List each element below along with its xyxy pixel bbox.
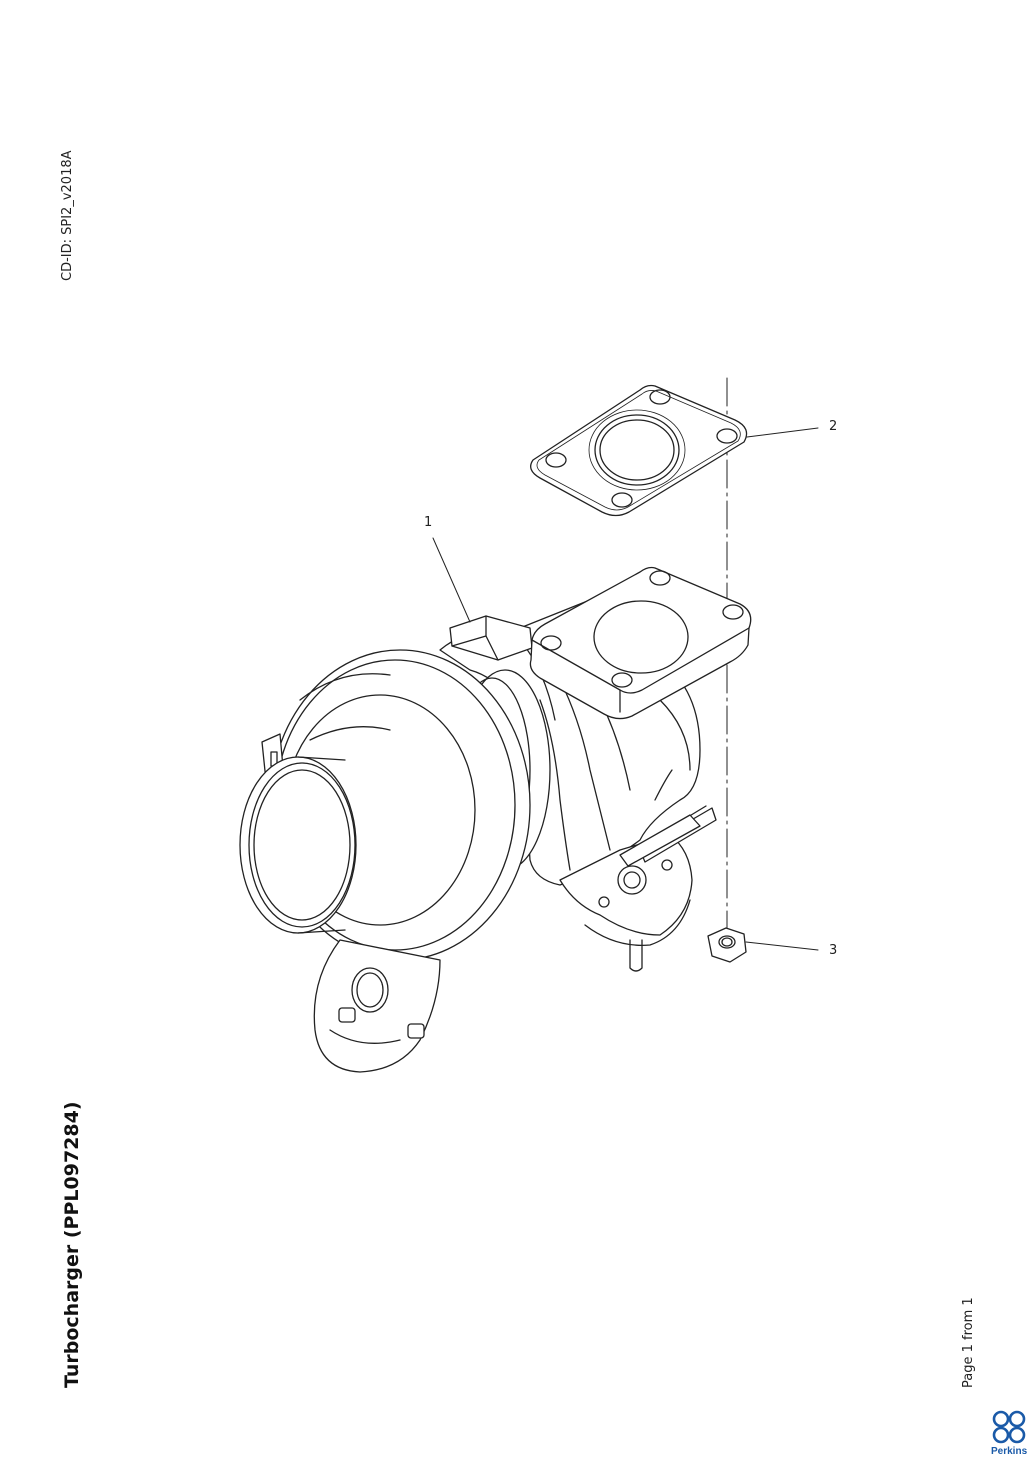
turbocharger-part: [239, 566, 752, 1073]
callout-1-label: 1: [424, 515, 433, 530]
callout-1-leader: [432, 537, 471, 623]
gasket-part: [530, 384, 748, 517]
callout-2-leader: [746, 427, 819, 438]
wastegate-actuator: [559, 769, 717, 972]
page-number-label: Page 1 from 1: [961, 1297, 976, 1388]
brand-name: Perkins: [991, 1446, 1028, 1457]
callout-3-leader: [745, 941, 819, 951]
nut-part: [707, 927, 747, 963]
page-title: Turbocharger (PPL097284): [61, 1101, 83, 1388]
callout-3-label: 3: [829, 943, 838, 958]
callout-2-label: 2: [829, 419, 838, 434]
perkins-logo-icon: [992, 1410, 1026, 1444]
